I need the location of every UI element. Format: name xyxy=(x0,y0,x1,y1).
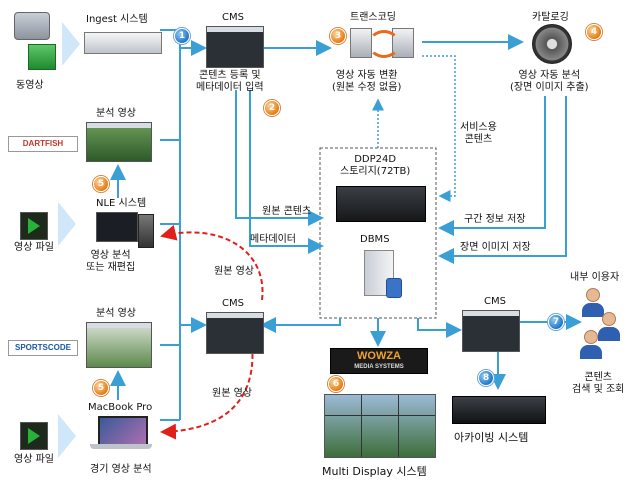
cms-mid-screenshot xyxy=(206,312,264,354)
archiving-label: 아카이빙 시스템 xyxy=(454,431,529,444)
analysis-video-bottom-label: 분석 영상 xyxy=(96,308,136,319)
analysis-video-top-screenshot xyxy=(86,122,152,162)
original-video-2-label: 원본 영상 xyxy=(212,388,252,399)
storage-array-icon xyxy=(336,186,426,222)
step-3: 3 xyxy=(330,28,346,44)
cms-to-storage-meta xyxy=(249,90,324,254)
wowza-logo: WOWZA MEDIA SYSTEMS xyxy=(330,348,428,374)
nle-tower-icon xyxy=(138,214,154,248)
transcoding-service xyxy=(422,55,456,202)
analysis-video-top-label: 분석 영상 xyxy=(96,108,136,119)
user-avatar-icon xyxy=(582,288,604,317)
cms-to-storage-original xyxy=(235,90,324,226)
scene-image-label: 장면 이미지 저장 xyxy=(460,242,531,253)
macbook-screen-icon xyxy=(98,416,148,446)
step-7: 7 xyxy=(548,314,564,330)
user-avatar-icon xyxy=(598,312,620,341)
cms-top-screenshot xyxy=(206,26,264,68)
metadata-label: 메타데이터 xyxy=(250,234,296,245)
section-info-label: 구간 정보 저장 xyxy=(464,214,526,225)
cataloging-label: 카탈로깅 xyxy=(532,12,569,23)
tape-icon xyxy=(28,44,56,70)
transcoding-label: 트랜스코딩 xyxy=(350,12,396,23)
ingest-label: Ingest 시스템 xyxy=(86,14,148,25)
catalog-scene-image xyxy=(438,96,567,264)
original-content-label: 원본 콘텐츠 xyxy=(262,206,312,217)
play-file-icon-1 xyxy=(20,212,48,240)
camcorder-icon xyxy=(14,12,50,40)
user-desc: 콘텐츠 검색 및 조회 xyxy=(572,372,625,395)
macbook-base-icon xyxy=(90,444,152,449)
analysis-video-bottom-screenshot xyxy=(86,322,152,368)
return-arrow-nle xyxy=(160,224,264,301)
macbook-label: MacBook Pro xyxy=(88,402,153,413)
transcoding-arrows-icon xyxy=(368,30,400,58)
video-in-label: 동영상 xyxy=(16,80,44,91)
step-1: 1 xyxy=(174,28,190,44)
chevron-icon xyxy=(58,202,76,246)
return-arrow-macbook xyxy=(160,329,254,440)
dbms-label: DBMS xyxy=(360,234,390,245)
cms-right-label: CMS xyxy=(484,296,506,307)
storage-to-cms-mid xyxy=(260,317,341,333)
cms-mid-label: CMS xyxy=(222,298,244,309)
catalog-section-info xyxy=(438,96,546,236)
step-5-top: 5 xyxy=(93,176,109,192)
database-icon xyxy=(386,278,402,298)
archive-device-icon xyxy=(452,396,546,424)
storage-to-cms-right xyxy=(417,318,462,338)
chevron-icon xyxy=(58,414,76,458)
service-content-label: 서비스용 콘텐츠 xyxy=(460,122,497,145)
wowza-logo-subtext: MEDIA SYSTEMS xyxy=(354,364,404,370)
ingest-server-icon xyxy=(84,32,162,54)
play-file-icon-2 xyxy=(20,422,48,450)
cms-right-screenshot xyxy=(462,310,520,352)
cataloging-desc: 영상 자동 분석 (장면 이미지 추출) xyxy=(510,70,589,93)
user-avatar-icon xyxy=(580,330,602,359)
game-analysis-label: 경기 영상 분석 xyxy=(90,464,152,475)
transcoding-desc: 영상 자동 변환 (원본 수정 없음) xyxy=(332,70,402,93)
cms-top-desc: 콘텐츠 등록 및 메타데이터 입력 xyxy=(196,70,264,93)
wowza-logo-text: WOWZA xyxy=(357,350,401,362)
film-reel-icon xyxy=(532,24,572,64)
step-2: 2 xyxy=(264,100,280,116)
chevron-icon xyxy=(62,22,80,66)
nle-workstation-icon xyxy=(96,212,138,242)
nle-label: NLE 시스템 xyxy=(96,198,147,209)
nle-desc: 영상 분석 또는 재편집 xyxy=(86,250,136,273)
step-6: 6 xyxy=(328,376,344,392)
cms-top-label: CMS xyxy=(222,12,244,23)
sportscode-logo: SPORTSCODE xyxy=(8,340,78,356)
step-5-bottom: 5 xyxy=(93,380,109,396)
storage-label: DDP24D 스토리지(72TB) xyxy=(340,154,411,177)
dartfish-logo: DARTFISH xyxy=(8,136,78,152)
video-file-1-label: 영상 파일 xyxy=(14,242,54,253)
multi-display-label: Multi Display 시스템 xyxy=(322,465,427,478)
internal-user-label: 내부 이용자 xyxy=(570,272,620,283)
video-file-2-label: 영상 파일 xyxy=(14,454,54,465)
original-video-1-label: 원본 영상 xyxy=(214,266,254,277)
multi-display-screens xyxy=(324,394,436,458)
step-8: 8 xyxy=(478,370,494,386)
step-4: 4 xyxy=(586,24,602,40)
